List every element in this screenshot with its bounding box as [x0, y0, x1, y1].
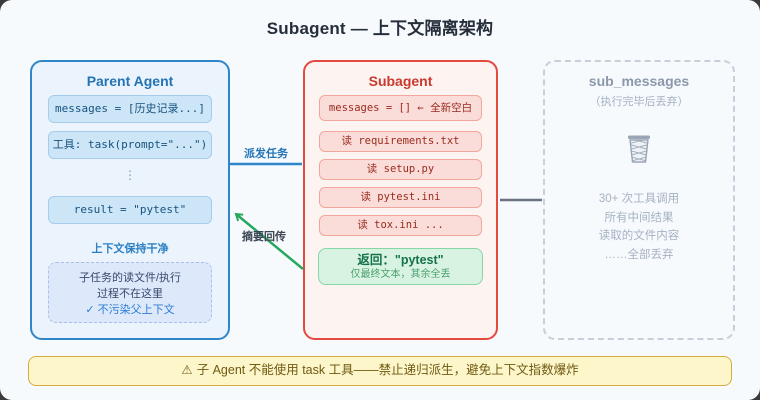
return-arrow-label: 摘要回传	[242, 231, 286, 243]
subagent-return-title: 返回："pytest"	[357, 253, 444, 267]
subagent-read-item: 读 requirements.txt	[319, 131, 482, 152]
page-title: Subagent — 上下文隔离架构	[266, 19, 494, 38]
subagent-title: Subagent	[368, 73, 433, 89]
discard-line: 读取的文件内容	[598, 230, 680, 242]
ellipsis-icon: ⋮	[124, 168, 136, 182]
subagent-read-item: 读 setup.py	[319, 159, 482, 180]
sub-messages-box: sub_messages （执行完毕后丢弃） 30+ 次工具调用 所有中间结果 …	[543, 60, 735, 340]
parent-note-line: 子任务的读文件/执行	[78, 272, 182, 284]
subagent-return-subtitle: 仅最终文本，其余全丢	[350, 269, 451, 280]
subagent-return-box: 返回："pytest" 仅最终文本，其余全丢	[318, 248, 483, 285]
warning-banner: ⚠子 Agent 不能使用 task 工具——禁止递归派生，避免上下文指数爆炸	[28, 356, 732, 386]
parent-result-item: result = "pytest"	[48, 196, 212, 224]
subagent-read-item: 读 pytest.ini	[319, 187, 482, 208]
sub-messages-subtitle: （执行完毕后丢弃）	[589, 96, 689, 108]
parent-task-tool-item: 工具: task(prompt="...")	[48, 131, 212, 159]
dispatch-arrow-label: 派发任务	[244, 148, 288, 160]
subagent-read-item: 读 tox.ini ...	[319, 215, 482, 236]
parent-note-line: 过程不在这里	[97, 288, 163, 300]
discard-line: 所有中间结果	[604, 211, 674, 224]
wastebasket-icon	[545, 133, 733, 170]
warning-icon: ⚠	[181, 363, 193, 377]
discard-line: ……全部丢弃	[604, 248, 674, 261]
sub-messages-discard-list: 30+ 次工具调用 所有中间结果 读取的文件内容 ……全部丢弃	[545, 190, 733, 264]
subagent-messages-item: messages = [] ← 全新空白	[319, 95, 482, 121]
parent-note-check-line: ✓ 不污染父上下文	[85, 304, 175, 316]
parent-clean-label: 上下文保持干净	[91, 243, 169, 255]
warning-text: 子 Agent 不能使用 task 工具——禁止递归派生，避免上下文指数爆炸	[196, 363, 579, 377]
discard-line: 30+ 次工具调用	[598, 193, 680, 205]
parent-agent-title: Parent Agent	[86, 73, 174, 89]
sub-messages-title: sub_messages	[588, 73, 690, 89]
subagent-box: Subagent messages = [] ← 全新空白 读 requirem…	[303, 60, 498, 340]
parent-messages-item: messages = [历史记录...]	[48, 95, 212, 123]
parent-agent-box: Parent Agent messages = [历史记录...] 工具: ta…	[30, 60, 230, 340]
parent-note-box: 子任务的读文件/执行 过程不在这里 ✓ 不污染父上下文	[48, 262, 212, 323]
